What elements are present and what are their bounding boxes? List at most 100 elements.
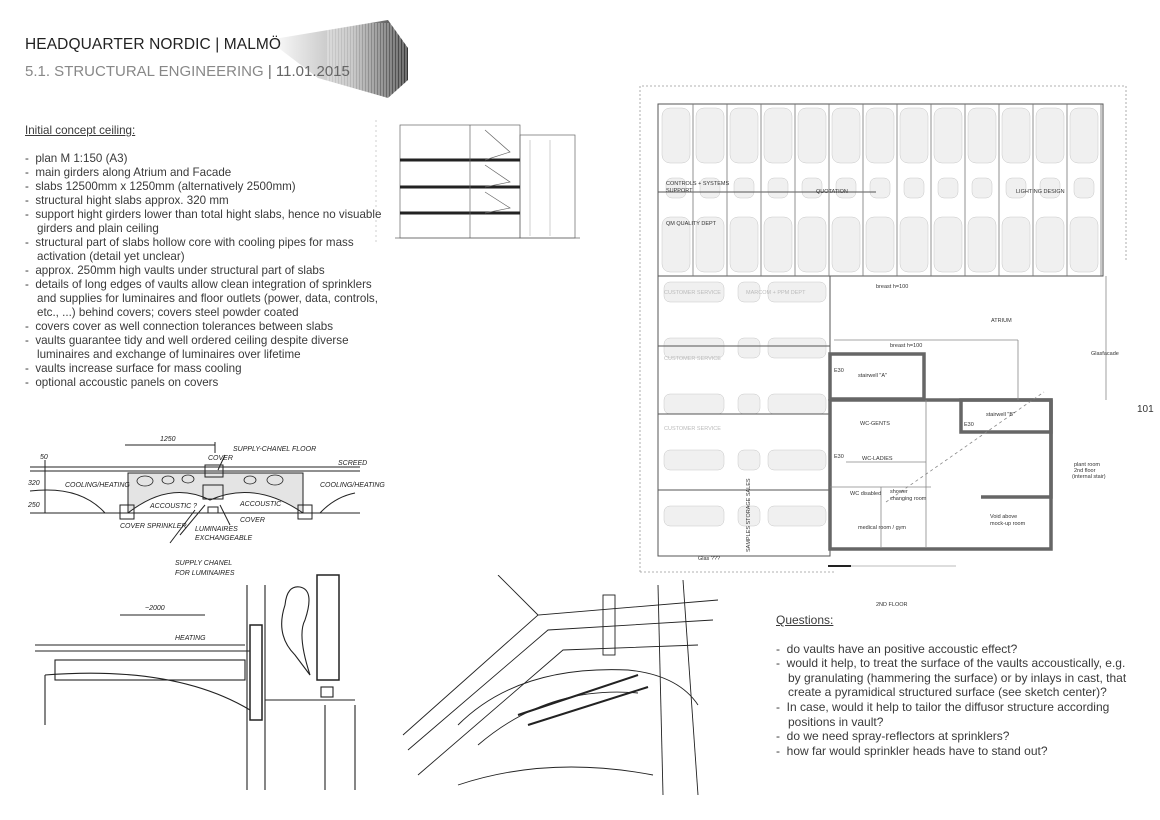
- page-title: HEADQUARTER NORDIC | MALMÖ: [25, 36, 282, 53]
- concept-item: vaults increase surface for mass cooling: [25, 362, 385, 376]
- desk: [737, 337, 761, 359]
- building-section-drawing: [375, 120, 580, 245]
- page-subtitle: 5.1. STRUCTURAL ENGINEERING | 11.01.2015: [25, 63, 350, 80]
- stairwell-label: stairwell "B": [986, 412, 1015, 418]
- desk: [1035, 216, 1065, 273]
- concept-item: support hight girders lower than total h…: [25, 208, 385, 236]
- dim-320-label: 320: [28, 480, 40, 487]
- room-label: mock-up room: [990, 521, 1026, 527]
- desk: [695, 107, 725, 164]
- concept-list: plan M 1:150 (A3) main girders along Atr…: [25, 152, 385, 390]
- cooling-heating-label: COOLING/HEATING: [65, 482, 130, 489]
- breast-label: breast h=100: [876, 284, 908, 290]
- room-label: WC disabled: [850, 491, 881, 497]
- desk: [767, 281, 827, 303]
- desk: [695, 216, 725, 273]
- acoustic-label: ACCOUSTIC: [239, 501, 282, 508]
- atrium-label: ATRIUM: [991, 318, 1012, 324]
- desk: [737, 505, 761, 527]
- acoustic-question-label: ACCOUSTIC ?: [149, 503, 197, 510]
- desk: [767, 393, 827, 415]
- desk: [1035, 107, 1065, 164]
- room-label: (internal stair): [1072, 474, 1106, 480]
- desk: [933, 216, 963, 273]
- door-label: E30: [834, 368, 844, 374]
- vault-perspective-sketch: [402, 575, 719, 795]
- desk: [737, 449, 761, 471]
- desk: [865, 216, 895, 273]
- dim-width-label: 1250: [160, 436, 176, 443]
- concept-item: covers cover as well connection toleranc…: [25, 320, 385, 334]
- room-label: CUSTOMER SERVICE: [664, 290, 721, 296]
- room-label: SUPPORT: [666, 188, 693, 194]
- date: | 11.01.2015: [267, 63, 350, 80]
- room-label: WC-LADIES: [862, 456, 893, 462]
- desk: [763, 216, 793, 273]
- desk: [1069, 107, 1099, 164]
- supply-luminaires-label: SUPPLY CHANEL: [175, 560, 232, 567]
- dim-2000-label: ~2000: [145, 605, 165, 612]
- room-label: medical room / gym: [858, 525, 906, 531]
- concept-item: slabs 12500mm x 1250mm (alternatively 25…: [25, 180, 385, 194]
- desk: [1005, 177, 1027, 199]
- cooling-heating-label: COOLING/HEATING: [320, 482, 385, 489]
- concept-item: vaults guarantee tidy and well ordered c…: [25, 334, 385, 362]
- room-label: CUSTOMER SERVICE: [664, 426, 721, 432]
- desk: [831, 107, 861, 164]
- concept-item: approx. 250mm high vaults under structur…: [25, 264, 385, 278]
- heating-label: HEATING: [175, 635, 206, 642]
- room-label: WC-GENTS: [860, 421, 890, 427]
- desk: [835, 177, 857, 199]
- desk: [729, 107, 759, 164]
- questions-notes: Questions: do vaults have an positive ac…: [776, 613, 1141, 758]
- concept-item: optional accoustic panels on covers: [25, 376, 385, 390]
- dim-50-label: 50: [40, 454, 48, 461]
- room-label: changing room: [890, 496, 927, 502]
- room-label: LIGHTING DESIGN: [1016, 189, 1065, 195]
- breast-label: breast h=100: [890, 343, 922, 349]
- room-label: SAMPLES STORAGE SALES: [746, 478, 752, 552]
- glas-label: Glas ???: [698, 556, 720, 562]
- desk: [767, 177, 789, 199]
- desk: [737, 281, 761, 303]
- room-label: plant room: [1074, 462, 1100, 468]
- question-item: do we need spray-reflectors at sprinkler…: [776, 729, 1141, 744]
- desk: [1073, 177, 1095, 199]
- room-label: QUOTATION: [816, 189, 848, 195]
- supply-floor-label: SUPPLY-CHANEL FLOOR: [233, 446, 316, 453]
- room-label: CUSTOMER SERVICE: [664, 356, 721, 362]
- desk: [737, 393, 761, 415]
- cover-label: COVER: [240, 517, 265, 524]
- exchangeable-label: EXCHANGEABLE: [195, 535, 253, 542]
- question-item: would it help, to treat the surface of t…: [776, 656, 1141, 700]
- desk: [1001, 107, 1031, 164]
- desk: [797, 216, 827, 273]
- desk: [663, 505, 725, 527]
- section-title: 5.1. STRUCTURAL ENGINEERING: [25, 63, 264, 80]
- question-item: how far would sprinkler heads have to st…: [776, 744, 1141, 759]
- door-label: E30: [964, 422, 974, 428]
- desk: [663, 337, 725, 359]
- floor-plan: CONTROLS + SYSTEMS SUPPORT QUOTATION LIG…: [639, 85, 1127, 608]
- luminaires-label: LUMINAIRES: [195, 526, 238, 533]
- desk: [663, 281, 725, 303]
- desk: [663, 449, 725, 471]
- concept-heading: Initial concept ceiling:: [25, 124, 136, 137]
- room-label: MARCOM + PPM DEPT: [746, 290, 806, 296]
- desk: [663, 393, 725, 415]
- supply-luminaires-label: FOR LUMINAIRES: [175, 570, 235, 577]
- logo-graphic: [268, 20, 408, 98]
- desk: [899, 107, 929, 164]
- dim-250-label: 250: [27, 502, 40, 509]
- concept-item: plan M 1:150 (A3): [25, 152, 385, 166]
- room-label: shower: [890, 489, 908, 495]
- desk: [903, 177, 925, 199]
- desk: [937, 177, 959, 199]
- desk: [665, 177, 687, 199]
- concept-item: main girders along Atrium and Facade: [25, 166, 385, 180]
- desk: [699, 177, 721, 199]
- door-label: E30: [834, 454, 844, 460]
- room-label: Void above: [990, 514, 1017, 520]
- desk: [801, 177, 823, 199]
- concept-notes: Initial concept ceiling: plan M 1:150 (A…: [25, 124, 385, 390]
